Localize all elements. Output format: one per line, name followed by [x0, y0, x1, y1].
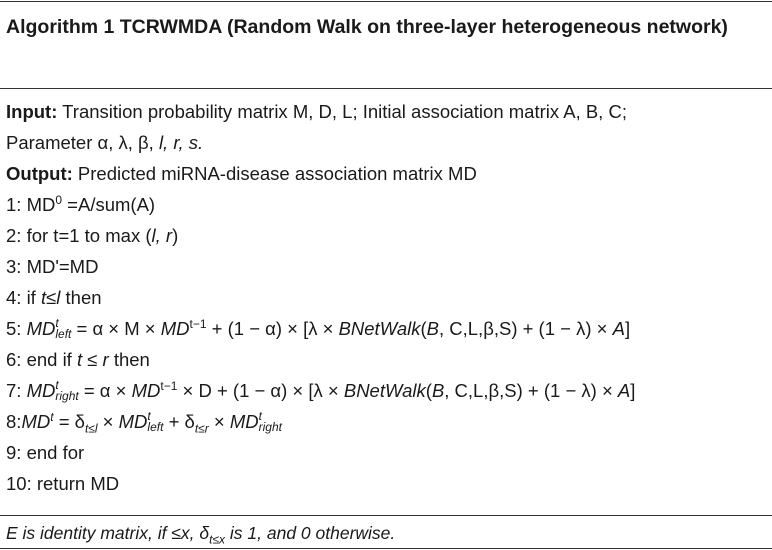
step-1-rest: =A/sum(A) — [62, 194, 156, 215]
step-2-text: 2: for t=1 to max ( — [6, 225, 152, 246]
step-5-f: ] — [624, 318, 631, 339]
input-label: Input: — [6, 101, 58, 122]
step-5-sup: t — [55, 316, 59, 331]
step-5-eq: = α × M × — [71, 318, 161, 339]
step-7-c: × D + (1 − α) × [λ × — [177, 380, 344, 401]
step-8-sub4: right — [258, 420, 282, 435]
step-2-italic: l, r — [151, 225, 173, 246]
step-5-e: , C,L,β,S) + (1 − λ) × — [438, 318, 613, 339]
step-10: 10: return MD — [6, 473, 120, 494]
step-7-sup: t — [55, 378, 59, 393]
step-8-md3: MD — [229, 411, 259, 432]
step-4-text: 4: if — [6, 287, 41, 308]
step-7-e: , C,L,β,S) + (1 − λ) × — [444, 380, 618, 401]
algorithm-title: Algorithm 1 TCRWMDA (Random Walk on thre… — [6, 16, 728, 38]
step-5-d: ( — [420, 318, 427, 339]
step-2: 2: for t=1 to max (l, r) — [6, 220, 770, 251]
output-line: Output: Predicted miRNA-disease associat… — [6, 158, 770, 189]
step-8-d: + δ — [163, 411, 195, 432]
input-text-2-italic: l, r, s. — [158, 132, 204, 153]
step-5-b: B — [426, 318, 439, 339]
step-4-italic: t≤l — [40, 287, 61, 308]
footnote-sub: t≤x — [209, 532, 226, 547]
input-text-1: Transition probability matrix M, D, L; I… — [57, 101, 627, 122]
step-6-rest: then — [108, 349, 150, 370]
input-line-1: Input: Transition probability matrix M, … — [6, 96, 770, 127]
step-5-md2: MD — [160, 318, 190, 339]
step-7-f: ] — [630, 380, 636, 401]
step-7-eq: = α × — [78, 380, 132, 401]
bottom-rule — [0, 548, 772, 549]
step-6: 6: end if t ≤ r then — [6, 344, 770, 375]
step-1-sup: 0 — [55, 192, 63, 207]
step-8-num: 8: — [6, 411, 22, 432]
step-8-c: × — [97, 411, 119, 432]
step-7-a: A — [617, 380, 631, 401]
header-rule — [0, 88, 772, 89]
step-5-sub: left — [55, 327, 72, 342]
step-7-md2: MD — [131, 380, 161, 401]
step-5-c: + (1 − α) × [λ × — [206, 318, 339, 339]
step-7-bnetwalk: BNetWalk — [343, 380, 426, 401]
step-7-md: MD — [26, 380, 56, 401]
step-8-b: = δ — [53, 411, 85, 432]
step-5-sup2: t−1 — [189, 316, 207, 331]
step-5-num: 5: — [6, 318, 27, 339]
footer-rule — [0, 515, 772, 516]
step-7-b: B — [431, 380, 445, 401]
input-text-2: Parameter α, λ, β, — [6, 132, 159, 153]
output-label: Output: — [6, 163, 73, 184]
step-8-sub3: t≤r — [194, 421, 209, 436]
footnote: E is identity matrix, if ≤x, δt≤x is 1, … — [6, 521, 396, 547]
step-5-bnetwalk: BNetWalk — [338, 318, 421, 339]
step-8-md2: MD — [118, 411, 148, 432]
step-5-a: A — [612, 318, 625, 339]
algorithm-body: Input: Transition probability matrix M, … — [6, 96, 770, 499]
output-text: Predicted miRNA-disease association matr… — [72, 163, 477, 184]
step-8-sup2: t — [147, 409, 151, 424]
step-8-sub1: t≤l — [84, 421, 98, 436]
step-1-text: 1: MD — [6, 194, 56, 215]
step-8-sup: t — [50, 409, 54, 424]
step-4-rest: then — [60, 287, 102, 308]
footnote-text: E is identity matrix, if ≤x, δ — [6, 523, 210, 543]
step-8-sub2: left — [147, 420, 164, 435]
step-7-num: 7: — [6, 380, 27, 401]
step-5-md: MD — [26, 318, 56, 339]
step-2-rest: ) — [172, 225, 179, 246]
step-6-text: 6: end if — [6, 349, 77, 370]
step-7-d: ( — [425, 380, 432, 401]
step-8-md: MD — [21, 411, 51, 432]
step-1: 1: MD0 =A/sum(A) — [6, 189, 770, 220]
step-8-sup3: t — [258, 409, 262, 424]
input-line-2: Parameter α, λ, β, l, r, s. — [6, 127, 770, 158]
step-3: 3: MD'=MD — [6, 256, 99, 277]
step-8-e: × — [208, 411, 230, 432]
step-6-italic: t ≤ r — [76, 349, 109, 370]
step-7-sup2: t−1 — [160, 378, 178, 393]
step-9: 9: end for — [6, 442, 85, 463]
step-7-sub: right — [55, 389, 79, 404]
step-4: 4: if t≤l then — [6, 282, 770, 313]
footnote-rest: is 1, and 0 otherwise. — [225, 523, 396, 543]
top-rule — [0, 1, 772, 2]
